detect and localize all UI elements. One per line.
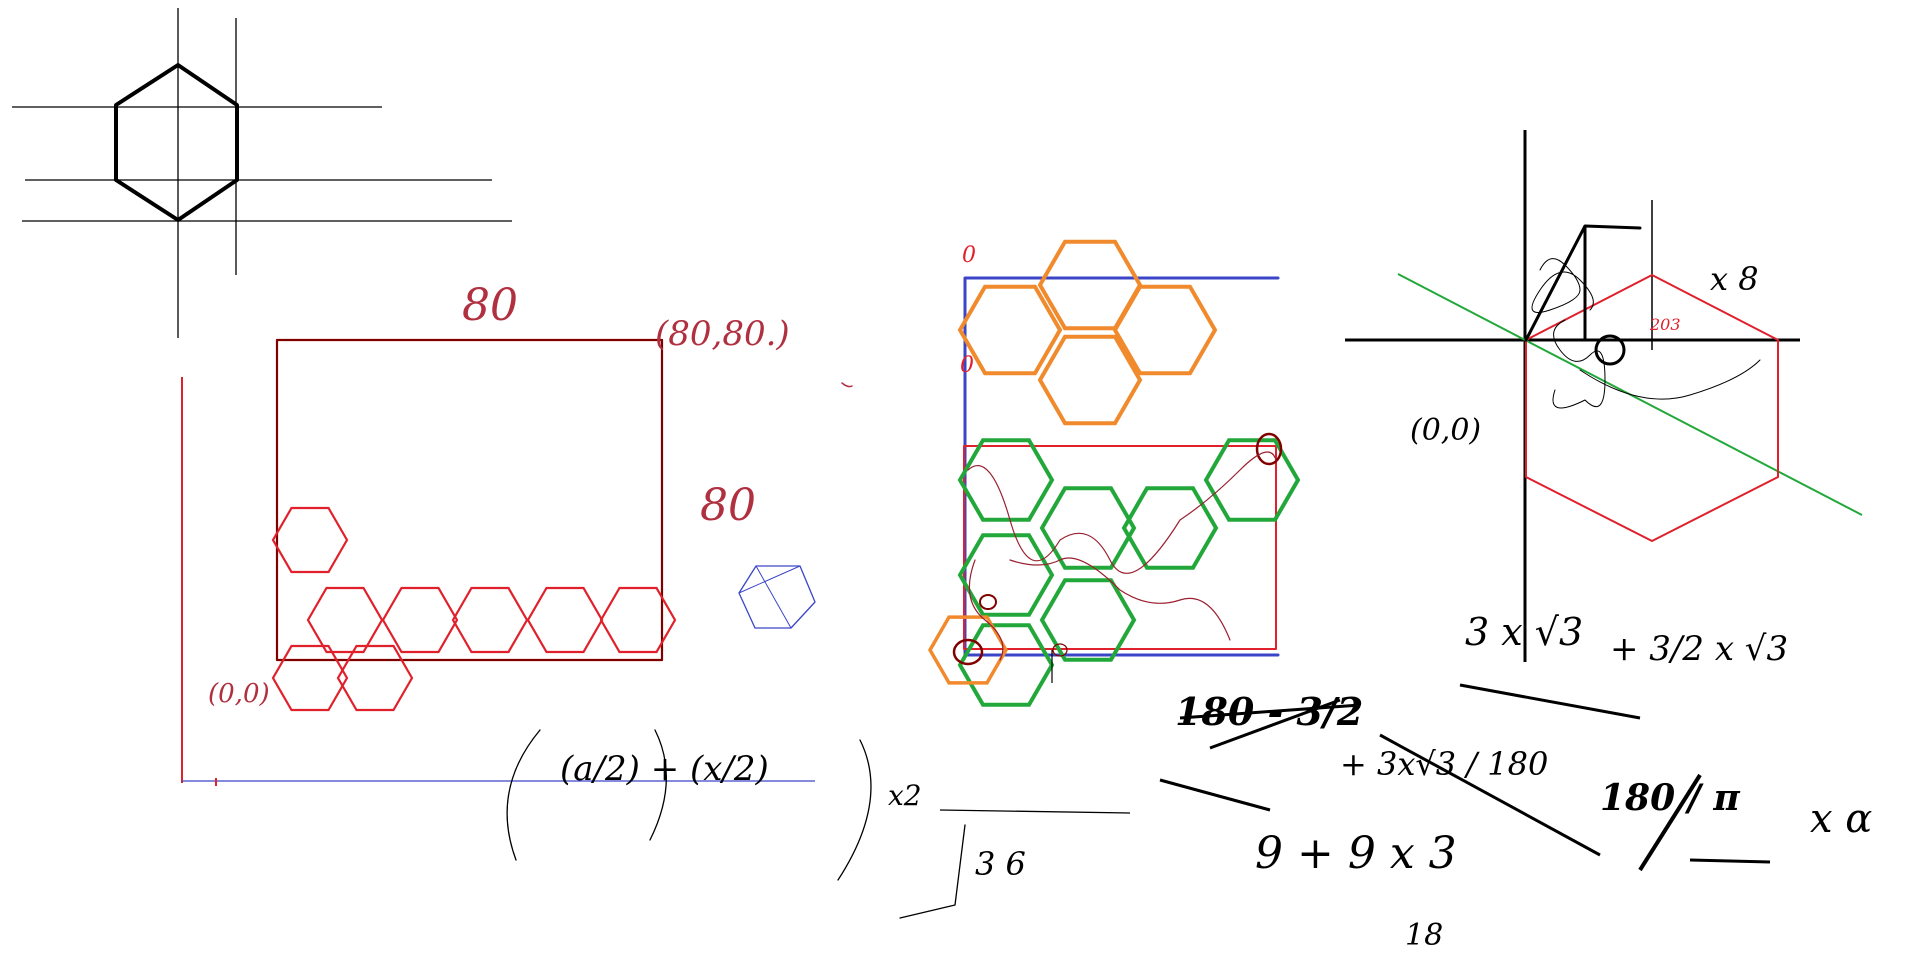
hexagon xyxy=(271,644,349,712)
formula-times-alpha: x α xyxy=(1810,796,1872,842)
sqrt-sign xyxy=(899,824,966,919)
trace-stroke xyxy=(968,559,1004,661)
strike-stroke xyxy=(1638,773,1702,872)
small-blue-hexagon xyxy=(738,565,816,629)
formula-three-root-three: 3 x √3 xyxy=(1465,610,1583,654)
label-width-top: 80 xyxy=(462,280,518,331)
reference-hexagon xyxy=(114,63,239,222)
hexagon xyxy=(957,623,1055,707)
fraction-bar xyxy=(939,809,1131,814)
formula-plus-root-180: + 3x√3 / 180 xyxy=(1340,745,1548,783)
paren-right xyxy=(649,729,668,841)
left-hexagon-grid xyxy=(271,506,677,712)
middle-panel: 0 0 xyxy=(927,239,1301,707)
trace-stroke xyxy=(967,451,1277,574)
formula-nine-plus: 9 + 9 x 3 xyxy=(1255,828,1457,879)
paren-right xyxy=(837,739,872,881)
strike-stroke xyxy=(1459,683,1641,720)
hexagon xyxy=(526,586,604,654)
formula-area: (a/2) + (x/2) x2 3 6 3 x √3 + 3/2 x √3 1… xyxy=(506,610,1872,953)
label-width-right: 80 xyxy=(700,480,756,531)
label-zero-side: 0 xyxy=(960,353,974,378)
scribble xyxy=(1579,359,1761,400)
formula-sqrt-denominator: 3 6 xyxy=(975,845,1026,883)
left-panel: 80 (80,80.) 80 (0,0) xyxy=(181,280,853,786)
strike-stroke xyxy=(1379,733,1601,857)
marker-circle xyxy=(952,638,984,666)
formula-left: (a/2) + (x/2) xyxy=(560,749,769,789)
scribble xyxy=(1552,319,1606,409)
red-frame xyxy=(963,445,1277,650)
label-corner-top: (80,80.) xyxy=(655,314,790,354)
label-origin-left: (0,0) xyxy=(208,679,270,709)
hexagon xyxy=(1112,284,1218,376)
label-zero-top: 0 xyxy=(962,243,976,268)
label-times-eight: x 8 xyxy=(1710,260,1759,298)
hexagon xyxy=(306,586,384,654)
hexagon xyxy=(271,506,349,574)
formula-one-eighty-pi: 180 / π xyxy=(1600,777,1740,819)
triangle-sketch xyxy=(1524,224,1642,342)
paren-left xyxy=(506,729,541,861)
hexagon xyxy=(1039,486,1137,570)
hexagon xyxy=(599,586,677,654)
hexagon xyxy=(1037,334,1143,426)
strike-stroke xyxy=(1209,698,1341,750)
hexagon xyxy=(1039,578,1137,662)
hexagon xyxy=(957,438,1055,522)
middle-hexagon-grid xyxy=(927,239,1301,707)
ink-stroke xyxy=(841,382,853,388)
scribble xyxy=(1531,258,1594,313)
marker-circle xyxy=(1255,432,1283,466)
formula-times-two: x2 xyxy=(888,779,922,812)
label-small-red: 203 xyxy=(1649,315,1681,334)
formula-times-half-root: + 3/2 x √3 xyxy=(1610,629,1788,669)
marker-circle xyxy=(979,594,997,610)
label-origin-right: (0,0) xyxy=(1410,413,1481,448)
strike-stroke xyxy=(1159,778,1271,812)
hexagon xyxy=(381,586,459,654)
trace-stroke xyxy=(1009,557,1231,641)
formula-eighteen: 18 xyxy=(1405,918,1443,953)
hexagon xyxy=(1121,486,1219,570)
hexagon xyxy=(957,284,1063,376)
marker-circle xyxy=(1052,643,1068,657)
hexagon xyxy=(927,615,1009,685)
hexagon xyxy=(957,533,1055,617)
hexagon xyxy=(1203,438,1301,522)
strike-stroke xyxy=(1689,858,1771,864)
strike-stroke xyxy=(1179,703,1361,720)
bounding-box xyxy=(275,338,664,662)
hexagon xyxy=(336,644,414,712)
right-panel: (0,0) x 8 203 xyxy=(1345,130,1863,662)
hexagon xyxy=(451,586,529,654)
small-circle xyxy=(1594,334,1626,366)
guide-hexagon-sketch xyxy=(12,8,512,338)
